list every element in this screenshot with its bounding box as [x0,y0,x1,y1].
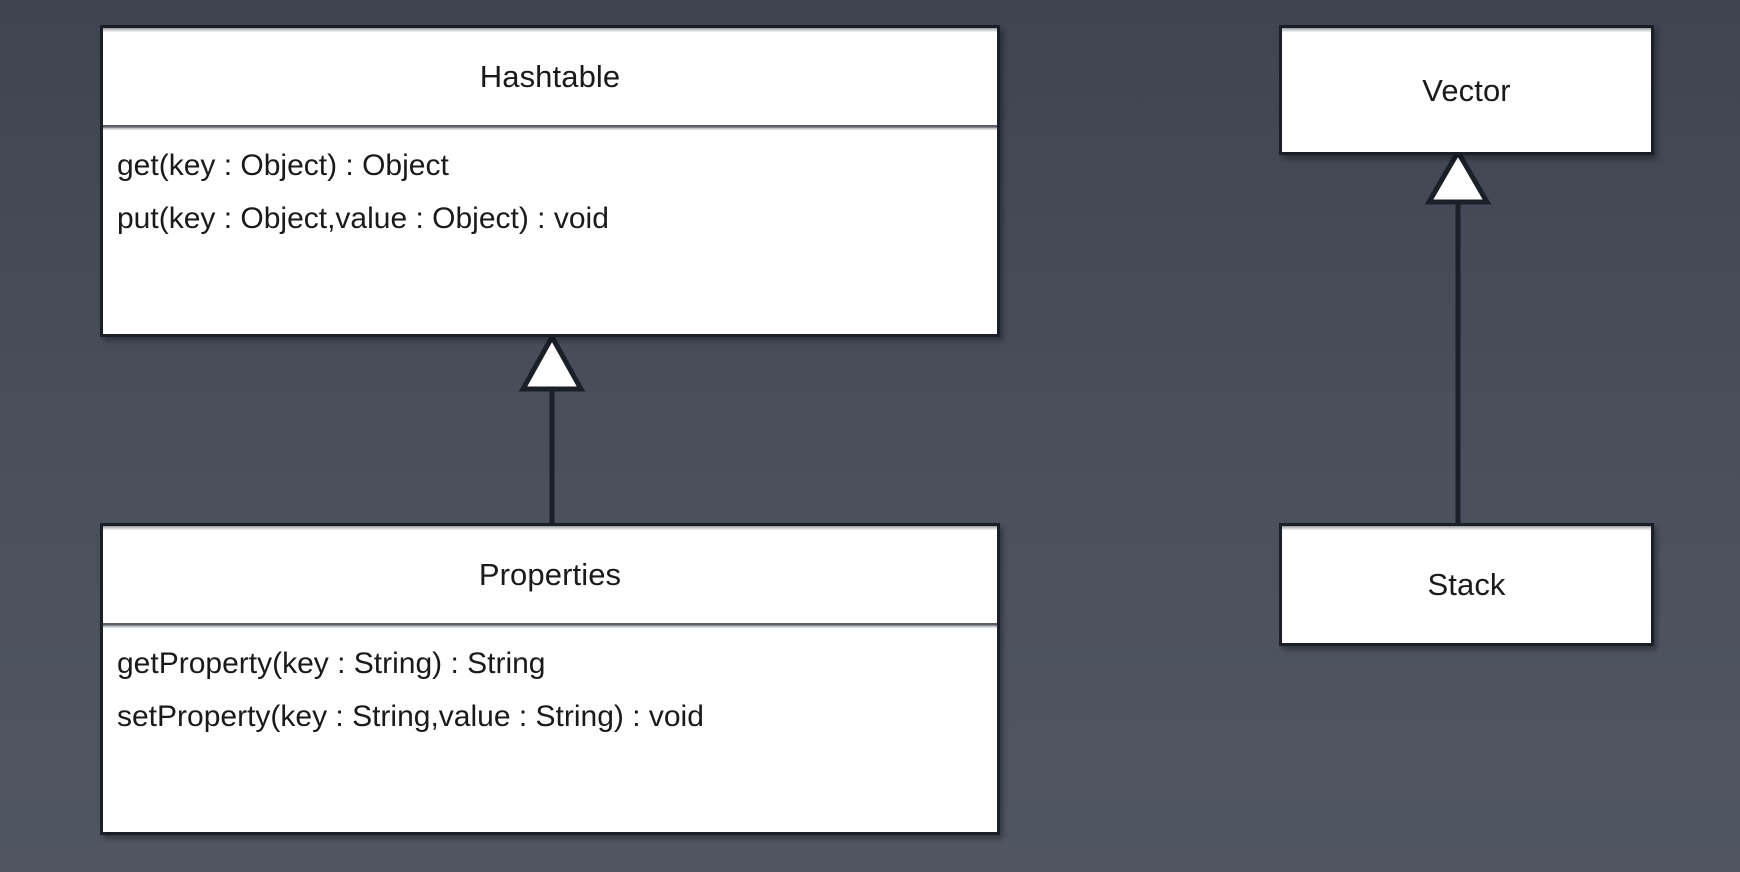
hollow-triangle-arrowhead [518,331,586,392]
class-name-compartment: Stack [1282,526,1651,643]
operations-compartment: get(key : Object) : Object put(key : Obj… [103,130,997,334]
class-box-properties[interactable]: Properties getProperty(key : String) : S… [100,523,1000,835]
class-name-compartment: Vector [1282,28,1651,152]
operation-item: get(key : Object) : Object [117,149,449,182]
class-name-label: Stack [1427,567,1506,602]
compartment-divider [103,125,997,130]
class-name-compartment: Properties [103,526,997,623]
generalization-stack-to-vector [1424,147,1492,523]
class-box-hashtable[interactable]: Hashtable get(key : Object) : Object put… [100,25,1000,337]
class-name-label: Properties [478,557,622,592]
class-name-label: Vector [1422,72,1511,108]
operations-compartment: getProperty(key : String) : String setPr… [103,628,997,832]
class-name-label: Hashtable [479,59,621,94]
operation-item: put(key : Object,value : Object) : void [117,202,609,235]
class-box-vector[interactable]: Vector [1279,25,1654,155]
generalization-properties-to-hashtable [518,331,586,523]
class-name-compartment: Hashtable [103,28,997,125]
class-box-stack[interactable]: Stack [1279,523,1654,646]
hollow-triangle-arrowhead [1424,147,1492,205]
compartment-divider [103,623,997,628]
operation-item: setProperty(key : String,value : String)… [117,700,704,733]
operation-item: getProperty(key : String) : String [117,647,546,680]
